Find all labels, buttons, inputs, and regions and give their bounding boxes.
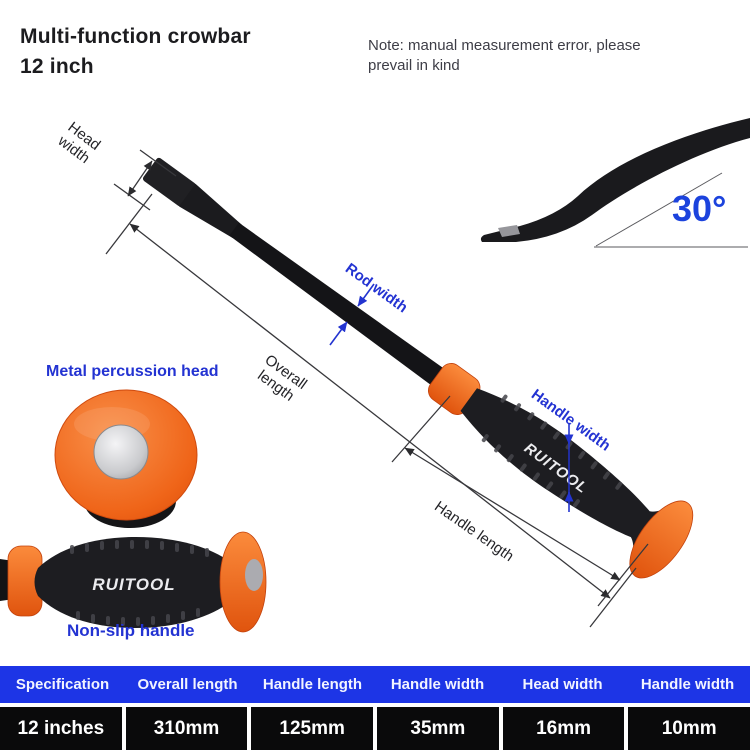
spec-table-header-row: Specification Overall length Handle leng… [0,666,750,703]
handle-closeup-image: RUITOOL [0,531,267,633]
dimension-lines [105,149,649,628]
spec-value-specification: 12 inches [0,707,122,750]
note-line1: Note: manual measurement error, please [368,37,641,54]
spec-header-overall-length: Overall length [137,676,238,693]
spec-header-handle-width-2: Handle width [640,676,735,693]
spec-table: Specification Overall length Handle leng… [0,666,750,750]
percussion-head-image [54,389,198,528]
metal-percussion-head-label: Metal percussion head [46,363,219,380]
blue-measure-arrows [329,283,574,512]
product-title-line2: 12 inch [20,55,94,79]
product-title: Multi-function crowbar 12 inch [20,22,251,83]
handle-ribs [70,540,209,626]
spec-value-handle-width: 35mm [373,707,499,750]
brand-logo: RUITOOL [92,575,175,594]
spec-header-handle-length: Handle length [262,676,363,693]
product-title-line1: Multi-function crowbar [20,25,251,48]
spec-header-specification: Specification [15,676,110,693]
spec-value-head-width: 16mm [498,707,625,750]
spec-header-handle-width: Handle width [390,676,485,693]
spec-value-handle-length: 125mm [247,707,374,750]
spec-value-handle-width-2: 10mm [624,707,750,750]
note-line2: prevail in kind [368,57,460,75]
crowbar-main-image: RUITOOL [142,157,694,579]
spec-header-head-width: Head width [522,676,603,693]
diagram-canvas: RUITOOL [0,118,750,633]
spec-value-overall-length: 310mm [121,707,248,750]
angle-lines [594,172,748,248]
angle-30-label: 30° [672,188,727,229]
measurement-note: Note: manual measurement error, please p… [368,36,641,77]
non-slip-handle-label: Non-slip handle [67,621,195,640]
spec-table-value-row: 12 inches 310mm 125mm 35mm 16mm 10mm [0,707,750,750]
spec-table-divider [0,703,750,707]
